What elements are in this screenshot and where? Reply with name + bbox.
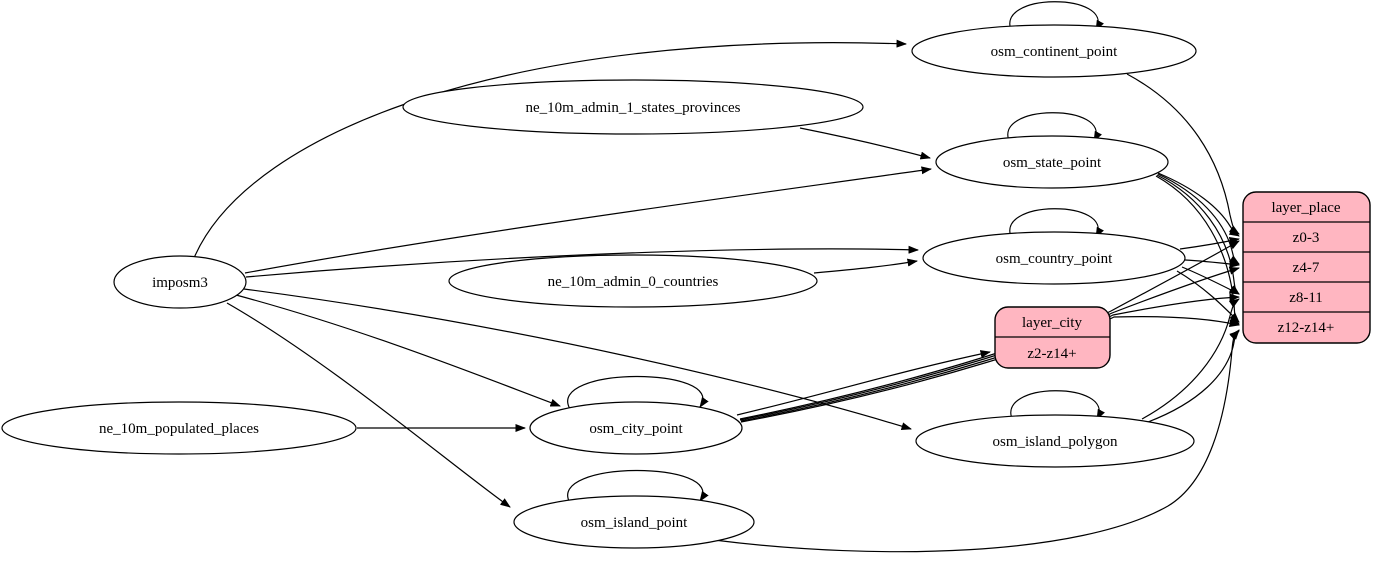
edge-osm_city_point-layer_place-z4-7	[739, 266, 1240, 421]
layer-layer_place-shape	[1242, 191, 1371, 344]
edge-imposm3-osm_island_point	[226, 302, 511, 508]
edge-osm_state_point-layer_place-z8-11	[1156, 174, 1240, 295]
edge-imposm3-osm_country_point	[245, 245, 919, 278]
edge-imposm3-osm_continent_point	[193, 39, 907, 259]
node-ne_10m_admin_1_states_provinces-shape	[402, 79, 864, 135]
node-ne_10m_admin_1_states_provinces-label: ne_10m_admin_1_states_provinces	[526, 100, 741, 116]
layer_place-row-z12-z14: z12-z14+	[1278, 320, 1335, 336]
node-imposm3: imposm3	[113, 255, 247, 309]
node-osm_state_point-label: osm_state_point	[1003, 155, 1102, 171]
node-ne_10m_admin_1_states_provinces: ne_10m_admin_1_states_provinces	[402, 79, 864, 135]
node-ne_10m_populated_places: ne_10m_populated_places	[1, 401, 357, 455]
edge-osm_island_polygon-layer_place-z12-z14	[1147, 329, 1240, 423]
layer_city-row-z2-z14: z2-z14+	[1027, 346, 1076, 362]
node-osm_continent_point-label: osm_continent_point	[991, 44, 1118, 60]
node-ne_10m_admin_0_countries-shape	[448, 254, 818, 308]
edge-ne_10m_admin_1_states_provinces-osm_state_point	[799, 127, 931, 160]
node-imposm3-shape	[113, 255, 247, 309]
layer_place-title: layer_place	[1271, 200, 1340, 216]
selfloop-osm_island_point	[567, 469, 709, 504]
node-ne_10m_populated_places-shape	[1, 401, 357, 455]
edge-group	[193, 1, 1240, 553]
node-osm_city_point: osm_city_point	[529, 401, 743, 455]
node-osm_state_point: osm_state_point	[935, 135, 1169, 189]
node-osm_city_point-label: osm_city_point	[589, 421, 683, 437]
node-ne_10m_admin_0_countries: ne_10m_admin_0_countries	[448, 254, 818, 308]
node-imposm3-label: imposm3	[152, 275, 208, 291]
node-osm_country_point-label: osm_country_point	[996, 251, 1113, 267]
layer_place-row-z0-3: z0-3	[1293, 230, 1320, 246]
edge-osm_city_point-layer_place-z12-z14	[740, 316, 1240, 423]
node-osm_island_point: osm_island_point	[513, 495, 755, 549]
edge-imposm3-osm_city_point	[235, 294, 561, 407]
selfloop-osm_city_point	[567, 375, 709, 410]
edge-imposm3-osm_island_polygon	[243, 288, 912, 431]
node-osm_country_point-shape	[922, 231, 1186, 285]
edge-osm_country_point-layer_place-z0-3	[1179, 237, 1240, 250]
node-osm_island_polygon-label: osm_island_polygon	[992, 434, 1118, 450]
node-ne_10m_populated_places-label: ne_10m_populated_places	[99, 421, 259, 437]
node-osm_island_point-shape	[513, 495, 755, 549]
edge-imposm3-osm_state_point	[244, 166, 932, 274]
edge-ne_10m_admin_0_countries-osm_country_point	[813, 258, 918, 274]
node-osm_state_point-shape	[935, 135, 1169, 189]
node-osm_island_polygon-shape	[915, 414, 1195, 468]
selfloop-osm_country_point	[1009, 208, 1104, 240]
edge-osm_island_polygon-layer_place-z8-11	[1141, 298, 1240, 420]
edge-osm_island_point-layer_place-z12-z14	[713, 330, 1240, 553]
selfloop-osm_continent_point	[1009, 1, 1104, 33]
layer_place-row-z8-11: z8-11	[1289, 290, 1323, 306]
node-ne_10m_admin_0_countries-label: ne_10m_admin_0_countries	[548, 274, 719, 290]
layer_place-row-z4-7: z4-7	[1293, 260, 1320, 276]
edge-osm_country_point-layer_place-z4-7	[1184, 259, 1240, 268]
node-osm_country_point: osm_country_point	[922, 231, 1186, 285]
selfloop-osm_state_point	[1007, 112, 1102, 144]
edge-osm_country_point-layer_place-z12-z14	[1176, 270, 1240, 323]
selfloop-osm_island_polygon	[1010, 390, 1105, 422]
node-osm_city_point-shape	[529, 401, 743, 455]
layer-layer_city: layer_city z2-z14+	[994, 306, 1111, 369]
node-osm_continent_point: osm_continent_point	[911, 24, 1197, 78]
node-osm_island_point-label: osm_island_point	[581, 515, 689, 531]
edge-osm_city_point-layer_city-z2-z14	[736, 350, 991, 416]
layer-layer_place: layer_place z0-3 z4-7 z8-11 z12-z14+	[1242, 191, 1371, 344]
node-osm_island_polygon: osm_island_polygon	[915, 414, 1195, 468]
layer_city-title: layer_city	[1022, 315, 1082, 331]
node-osm_continent_point-shape	[911, 24, 1197, 78]
edge-osm_state_point-layer_place-z0-3	[1157, 172, 1240, 237]
